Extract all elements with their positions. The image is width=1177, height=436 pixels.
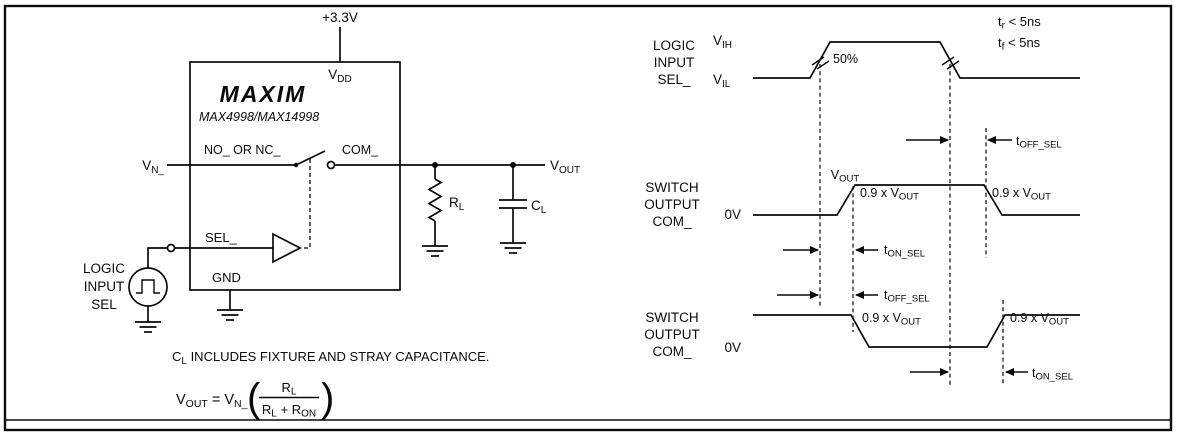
- edge-tick: [811, 56, 825, 66]
- p9vout-label: 0.9 x VOUT: [992, 186, 1051, 203]
- com-no-waveform-row: SWITCH OUTPUT COM_ 0V VOUT 0.9 x VOUT 0.…: [644, 168, 1080, 229]
- source-top-wire: [147, 247, 167, 268]
- sel-input-waveform-row: LOGIC INPUT SEL_ VIH VIL 50% tr < 5ns tf…: [653, 14, 1080, 90]
- formula-denominator: RL + RON: [262, 402, 316, 420]
- timing-guides: [819, 64, 1004, 388]
- row3-label-line2: OUTPUT: [644, 327, 700, 342]
- vdd-pin-label: VDD: [328, 67, 351, 85]
- pulse-waveform-icon: [136, 279, 160, 294]
- cl-capacitor-branch: CL: [499, 162, 547, 254]
- vout-formula: VOUT = VN_ ( RL RL + RON ): [176, 376, 334, 420]
- vn-input-label: VN_: [142, 158, 164, 176]
- fall-time-spec: tf < 5ns: [998, 35, 1041, 53]
- row1-label-line1: LOGIC: [653, 38, 695, 53]
- p9vout-label: 0.9 x VOUT: [1010, 311, 1069, 328]
- row1-label-line3: SEL_: [657, 72, 691, 87]
- ton-sel-bottom-measure: tON_SEL: [910, 366, 1073, 383]
- source-label-line1: LOGIC: [83, 261, 125, 276]
- source-label-line3: SEL: [91, 297, 117, 312]
- pin-label-no-nc: NO_ OR NC_: [204, 143, 281, 157]
- edge-tick: [941, 56, 955, 66]
- ton-sel-measure: tON_SEL: [783, 243, 925, 260]
- figure-frame: [3, 4, 1173, 432]
- switch-arm: [295, 150, 326, 166]
- pulse-generator-circle: [128, 267, 168, 307]
- timing-diagram: LOGIC INPUT SEL_ VIH VIL 50% tr < 5ns tf…: [644, 14, 1080, 388]
- edge-tick: [946, 60, 960, 70]
- p9vout-label: 0.9 x VOUT: [862, 311, 921, 328]
- sel-pin-label: SEL_: [205, 230, 238, 245]
- sel-terminal-circle: [166, 243, 176, 253]
- maxim-logo: MAXIM: [220, 81, 307, 107]
- rl-resistor-branch: RL: [421, 162, 465, 257]
- zero-volt-label: 0V: [724, 340, 741, 355]
- ton-sel-label: tON_SEL: [1032, 366, 1073, 383]
- toff-sel-label: tOFF_SEL: [884, 288, 930, 305]
- fifty-percent-label: 50%: [833, 52, 858, 66]
- ground-symbol: [216, 309, 244, 321]
- cl-note: CL INCLUDES FIXTURE AND STRAY CAPACITANC…: [172, 349, 489, 367]
- switch-contact-circle: [326, 160, 336, 170]
- p9vout-label: 0.9 x VOUT: [860, 186, 919, 203]
- vout-label: VOUT: [550, 158, 580, 176]
- test-circuit-schematic: +3.3V VDD MAXIM MAX4998/MAX14998 VN_ NO_…: [83, 10, 580, 420]
- ground-symbol: [421, 245, 449, 257]
- formula-close-paren: ): [321, 376, 334, 420]
- vih-label: VIH: [713, 33, 732, 51]
- row3-label-line3: COM_: [652, 344, 691, 359]
- logic-input-source: LOGIC INPUT SEL: [83, 247, 168, 333]
- rise-time-spec: tr < 5ns: [998, 14, 1041, 32]
- zero-volt-label: 0V: [724, 207, 741, 222]
- toff-sel-upper-measure: tOFF_SEL: [906, 134, 1062, 151]
- ton-sel-label: tON_SEL: [884, 243, 925, 260]
- vout-level-label: VOUT: [831, 168, 860, 185]
- gnd-pin-label: GND: [212, 270, 241, 285]
- row3-label-line1: SWITCH: [645, 310, 698, 325]
- toff-sel-label: tOFF_SEL: [1016, 134, 1062, 151]
- row2-label-line1: SWITCH: [645, 180, 698, 195]
- formula-lhs: VOUT = VN_: [176, 392, 248, 410]
- source-label-line2: INPUT: [84, 279, 125, 294]
- outer-border: [3, 4, 1173, 432]
- toff-sel-lower-measure: tOFF_SEL: [777, 288, 930, 305]
- com-nc-waveform: [753, 314, 1080, 348]
- com-no-waveform: [753, 184, 1080, 216]
- com-nc-waveform-row: SWITCH OUTPUT COM_ 0V 0.9 x VOUT 0.9 x V…: [644, 310, 1080, 359]
- supply-voltage-label: +3.3V: [322, 10, 358, 25]
- resistor-zigzag: [427, 178, 443, 222]
- formula-open-paren: (: [247, 376, 261, 420]
- sel-waveform: [753, 41, 1080, 79]
- ground-symbol: [499, 242, 527, 254]
- formula-numerator: RL: [282, 380, 297, 398]
- row2-label-line2: OUTPUT: [644, 197, 700, 212]
- part-number: MAX4998/MAX14998: [199, 110, 319, 124]
- cl-label: CL: [531, 198, 547, 216]
- ground-symbol: [134, 321, 162, 333]
- row1-label-line2: INPUT: [654, 55, 695, 70]
- edge-tick: [816, 60, 830, 70]
- rl-label: RL: [449, 195, 465, 213]
- ic-body: [189, 61, 401, 291]
- switch-actuator-dashed-link: [301, 159, 311, 249]
- vil-label: VIL: [713, 72, 731, 90]
- row2-label-line3: COM_: [652, 214, 691, 229]
- pin-label-com: COM_: [342, 143, 379, 157]
